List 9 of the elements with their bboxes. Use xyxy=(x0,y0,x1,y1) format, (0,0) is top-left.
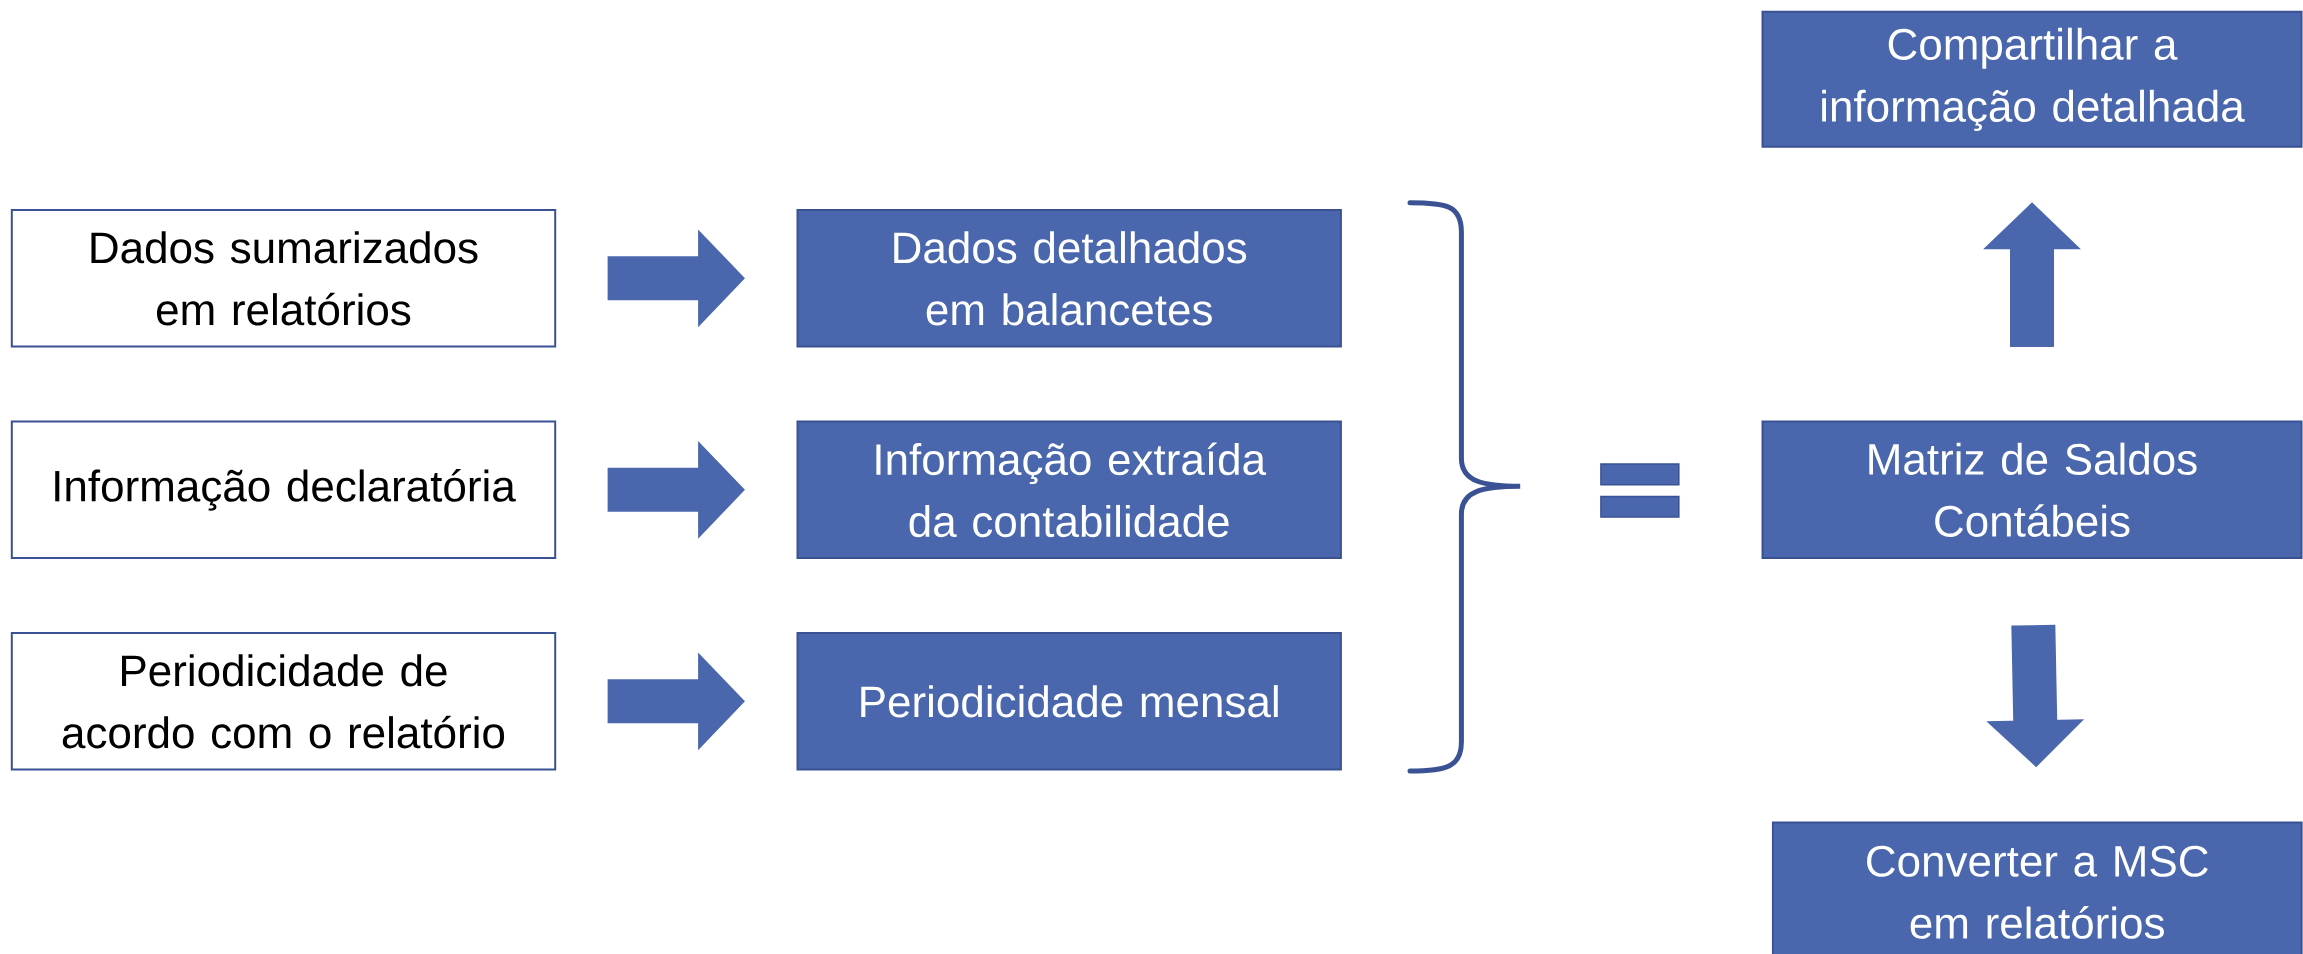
input-box: Dados sumarizados em relatórios xyxy=(10,209,557,348)
input-box: Periodicidade de acordo com o relatório xyxy=(10,632,557,771)
process-box: Compartilhar a informação detalhada xyxy=(1761,10,2303,148)
process-box: Periodicidade mensal xyxy=(796,632,1342,771)
process-box: Matriz de Saldos Contábeis xyxy=(1761,420,2303,560)
process-box: Converter a MSC em relatórios xyxy=(1771,821,2303,954)
process-box: Dados detalhados em balancetes xyxy=(796,209,1342,348)
input-box: Informação declaratória xyxy=(10,420,557,560)
process-box: Informação extraída da contabilidade xyxy=(796,420,1342,560)
